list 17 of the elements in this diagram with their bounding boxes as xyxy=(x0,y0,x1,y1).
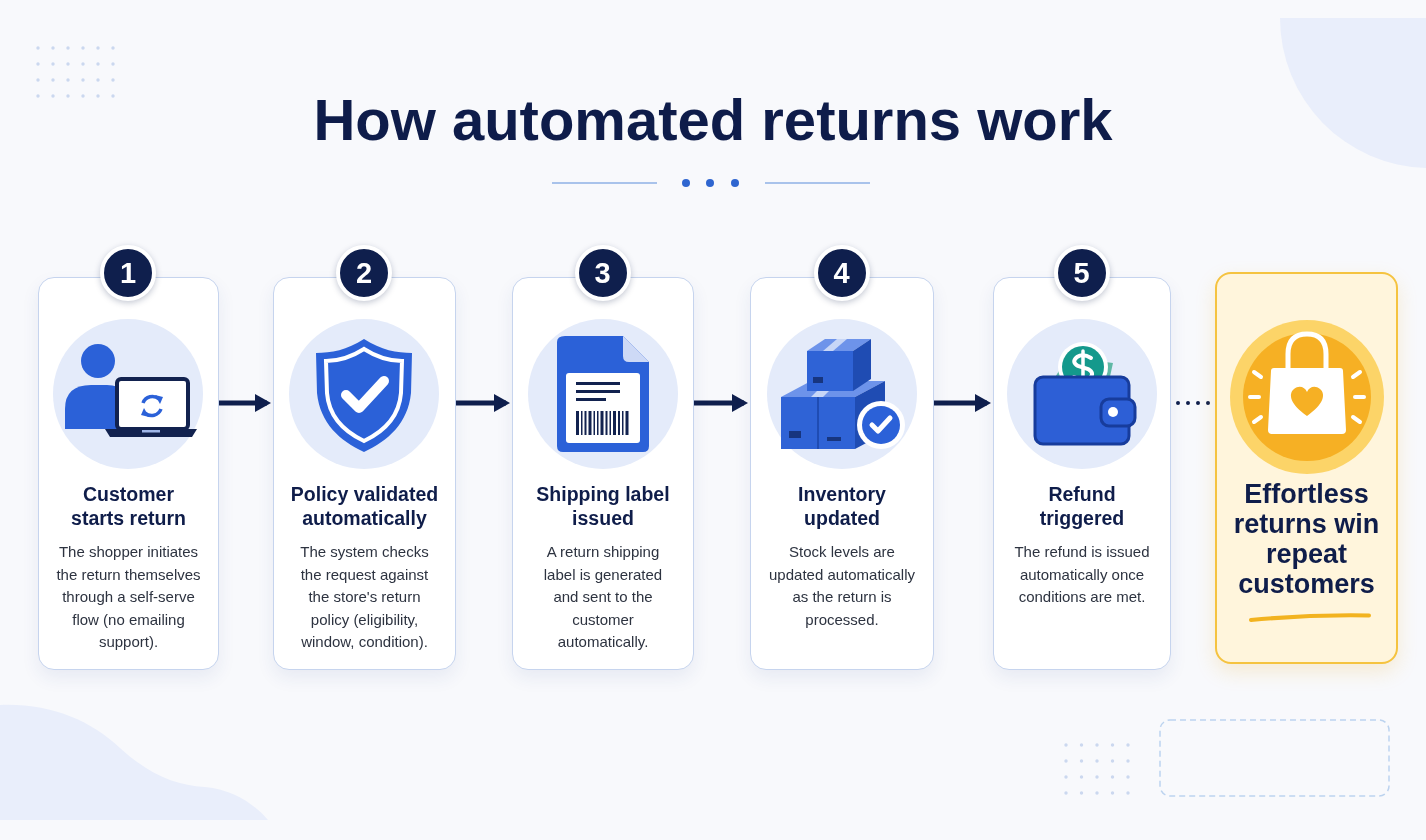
step-description: The system checks the request against the store's return policy (eligibility, window, condition). xyxy=(299,542,430,652)
step-title: Policy validated automatically xyxy=(290,482,439,530)
step-description: The refund is issued automatically once conditions are met. xyxy=(1013,542,1151,607)
arrow xyxy=(694,394,748,412)
step-title: Inventory updated xyxy=(797,482,887,530)
highlight-card xyxy=(1215,272,1398,664)
arrow xyxy=(456,394,510,412)
step-title: Refund triggered xyxy=(1039,482,1125,530)
step-title: Customer starts return xyxy=(70,482,187,530)
step-description: The shopper initiates the return themselves through a self-serve flow (no emailing support). xyxy=(55,542,202,652)
title: How automated returns work xyxy=(313,86,1113,154)
step-title: Shipping label issued xyxy=(535,482,671,530)
arrow xyxy=(934,394,991,412)
closing-message: Effortless returns win repeat customers xyxy=(1233,479,1380,599)
arrow xyxy=(219,394,271,412)
step-description: A return shipping label is generated and sent to the customer automatically. xyxy=(543,542,663,652)
step-description: Stock levels are updated automatically as the return is processed. xyxy=(768,542,916,630)
